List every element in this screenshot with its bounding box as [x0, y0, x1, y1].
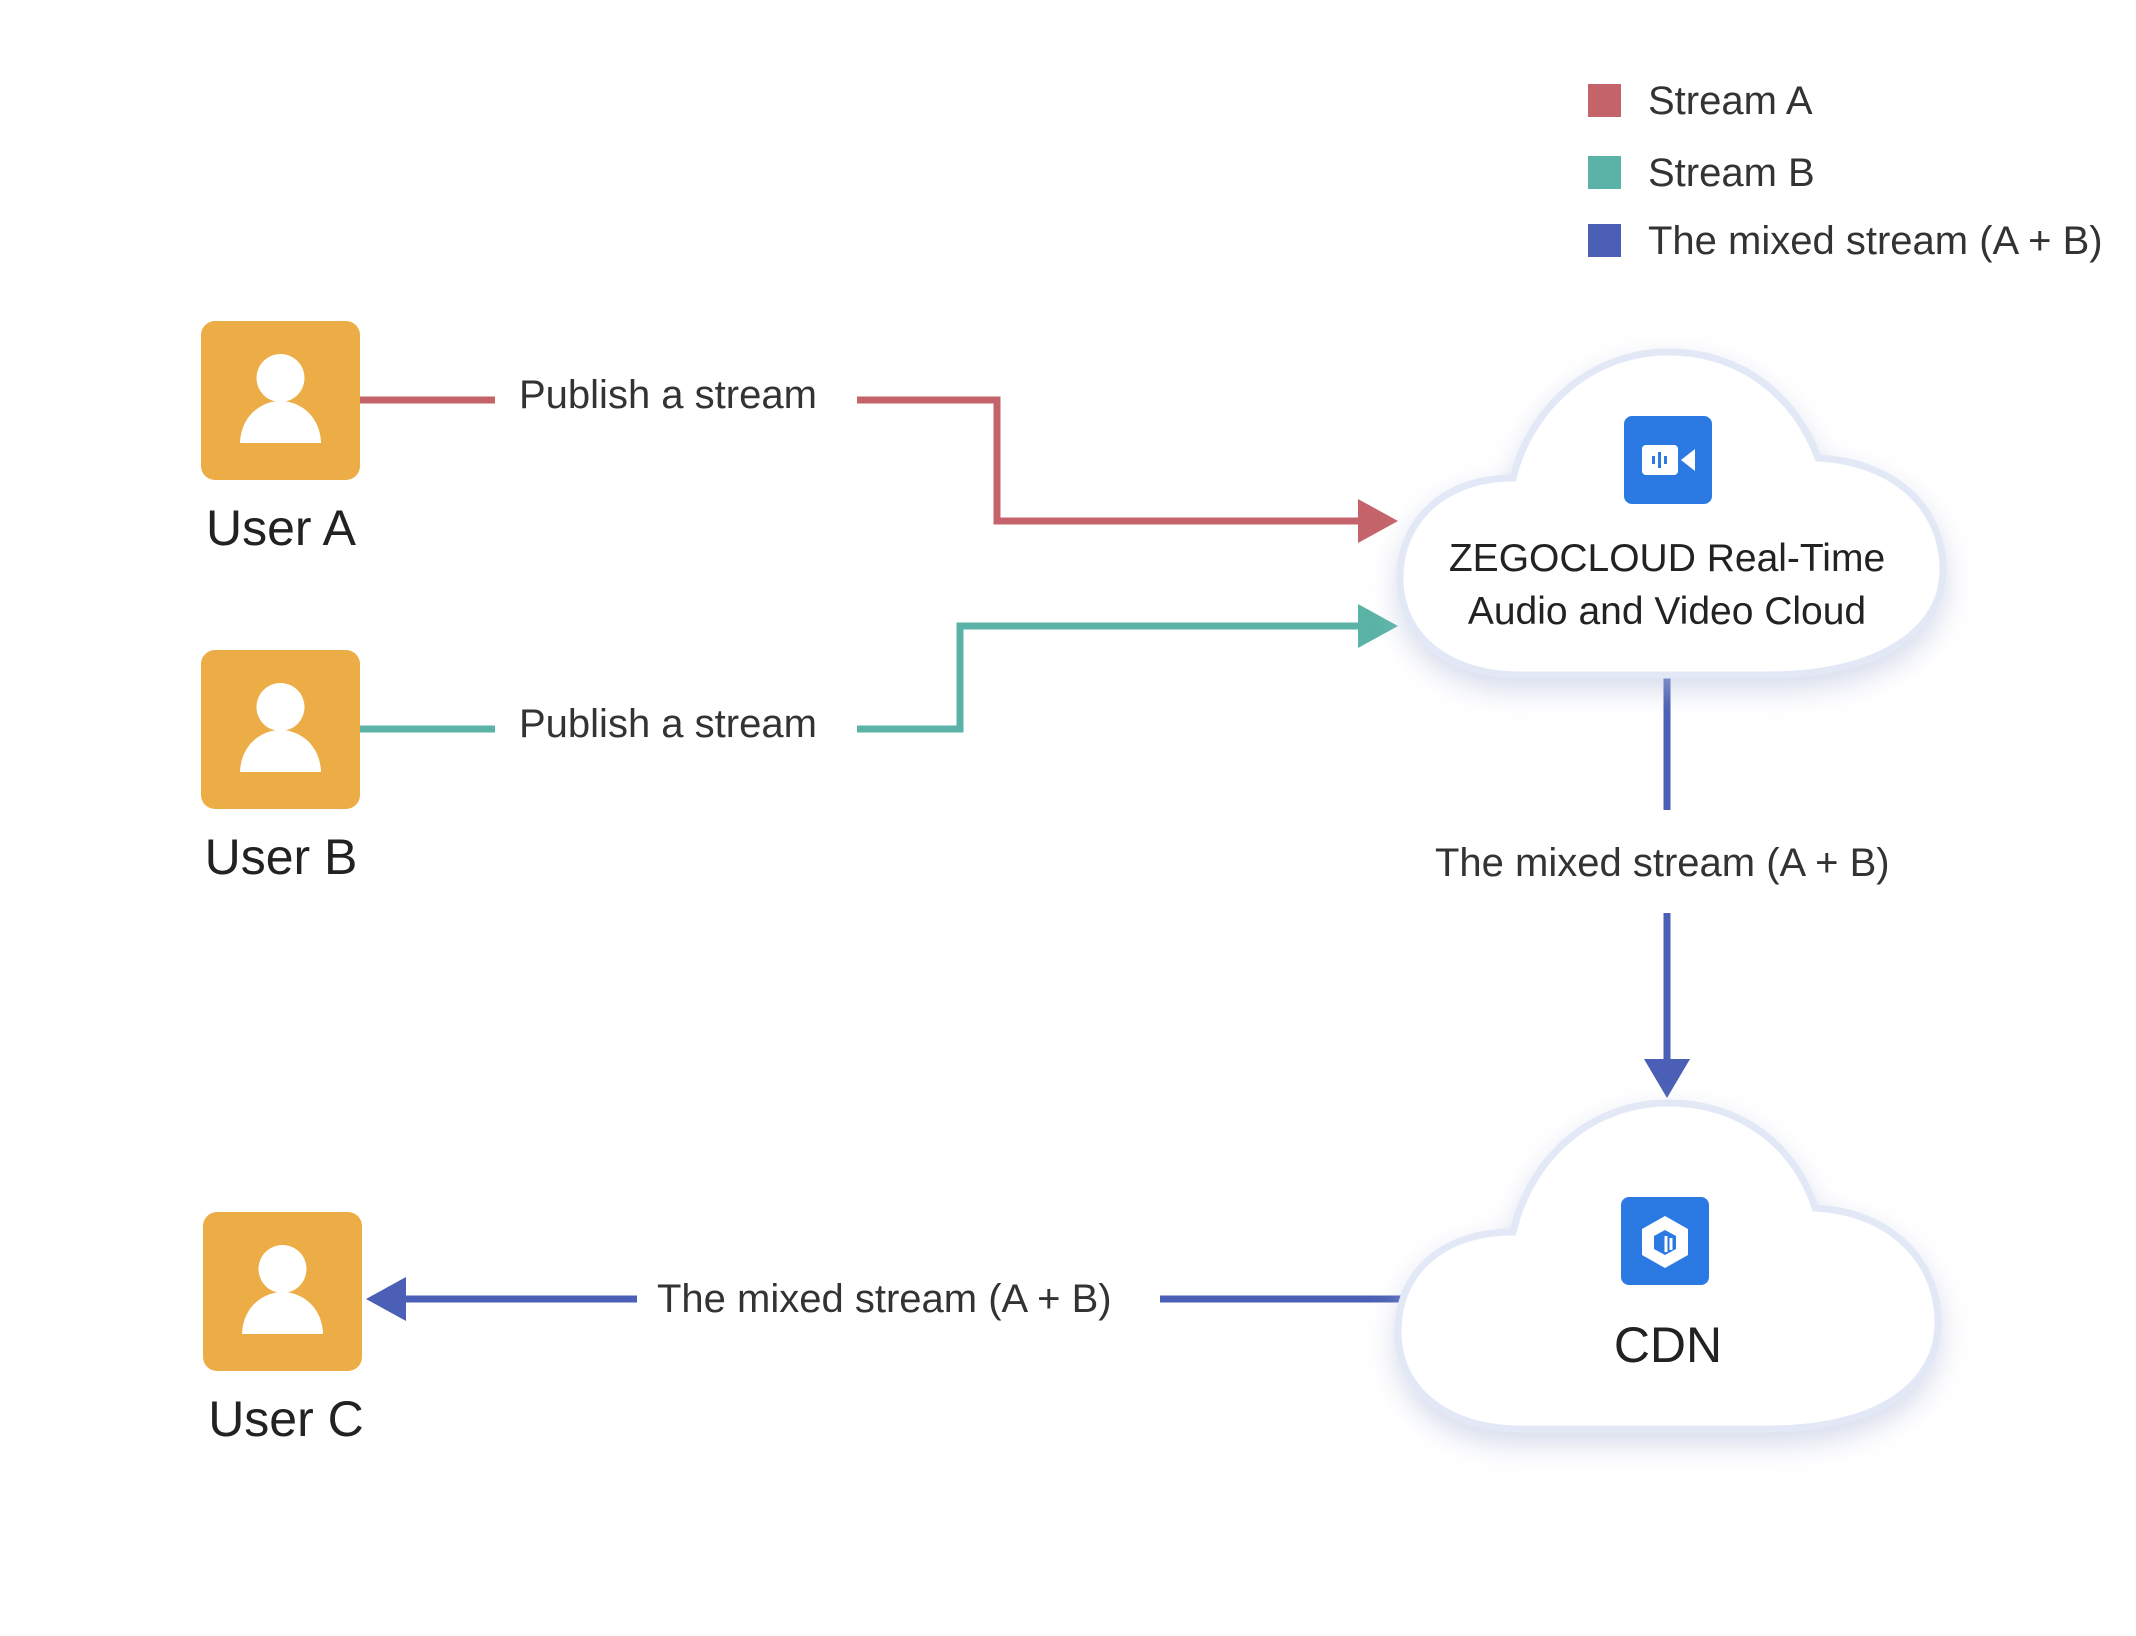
user-b-node: User B	[201, 650, 360, 885]
cube-icon	[1621, 1197, 1709, 1285]
video-icon-bar	[1664, 456, 1667, 464]
user-c-label: User C	[208, 1391, 364, 1447]
user-body	[240, 401, 321, 443]
video-icon-bar	[1652, 456, 1655, 464]
edge-cloud-to-cdn: The mixed stream (A + B)	[1435, 675, 1890, 1098]
edge-label-publish-a: Publish a stream	[519, 373, 817, 417]
video-camera-icon	[1624, 416, 1712, 504]
user-b-label: User B	[205, 829, 358, 885]
edge-publish-stream-a: Publish a stream	[357, 373, 1398, 543]
user-body	[240, 730, 321, 772]
edge-publish-stream-b: Publish a stream	[357, 604, 1398, 746]
user-head	[256, 683, 305, 731]
legend-label-stream-b: Stream B	[1648, 151, 1815, 195]
legend-label-stream-a: Stream A	[1648, 79, 1813, 123]
user-body	[242, 1292, 323, 1334]
edge-label-cloud-to-cdn: The mixed stream (A + B)	[1435, 841, 1890, 885]
arrowhead-cloud-to-cdn	[1644, 1059, 1690, 1098]
legend-label-mixed-stream: The mixed stream (A + B)	[1648, 219, 2103, 263]
legend-item-mixed-stream: The mixed stream (A + B)	[1588, 219, 2103, 263]
legend: Stream A Stream B The mixed stream (A + …	[1588, 79, 2103, 263]
edge-line-stream-a-right	[857, 396, 1362, 525]
rtc-cloud-node: ZEGOCLOUD Real-Time Audio and Video Clou…	[1396, 348, 1947, 679]
user-head	[258, 1245, 307, 1293]
legend-swatch-stream-a	[1588, 84, 1621, 117]
video-icon-bar	[1658, 452, 1661, 468]
arrowhead-stream-a	[1358, 499, 1398, 543]
user-c-node: User C	[203, 1212, 364, 1447]
legend-swatch-stream-b	[1588, 156, 1621, 189]
legend-swatch-mixed-stream	[1588, 224, 1621, 257]
edge-label-publish-b: Publish a stream	[519, 702, 817, 746]
rtc-cloud-shape	[1396, 348, 1947, 679]
cdn-cloud-node: CDN	[1394, 1099, 1942, 1433]
cdn-label: CDN	[1614, 1317, 1722, 1373]
rtc-cloud-label-line2: Audio and Video Cloud	[1468, 590, 1866, 633]
arrowhead-stream-b	[1358, 604, 1398, 648]
user-a-label: User A	[206, 500, 357, 556]
legend-item-stream-b: Stream B	[1588, 151, 1815, 195]
arrowhead-cdn-to-user-c	[366, 1277, 406, 1321]
user-b-icon	[201, 650, 360, 809]
edge-cdn-to-user-c: The mixed stream (A + B)	[366, 1277, 1402, 1321]
user-head	[256, 354, 305, 402]
video-icon-lens	[1681, 449, 1695, 471]
edge-label-cdn-to-user-c: The mixed stream (A + B)	[657, 1277, 1112, 1321]
user-c-icon	[203, 1212, 362, 1371]
edge-line-stream-b-right	[857, 622, 1362, 733]
user-a-icon	[201, 321, 360, 480]
rtc-cloud-label-line1: ZEGOCLOUD Real-Time	[1449, 537, 1885, 580]
user-a-node: User A	[201, 321, 360, 556]
legend-item-stream-a: Stream A	[1588, 79, 1813, 123]
